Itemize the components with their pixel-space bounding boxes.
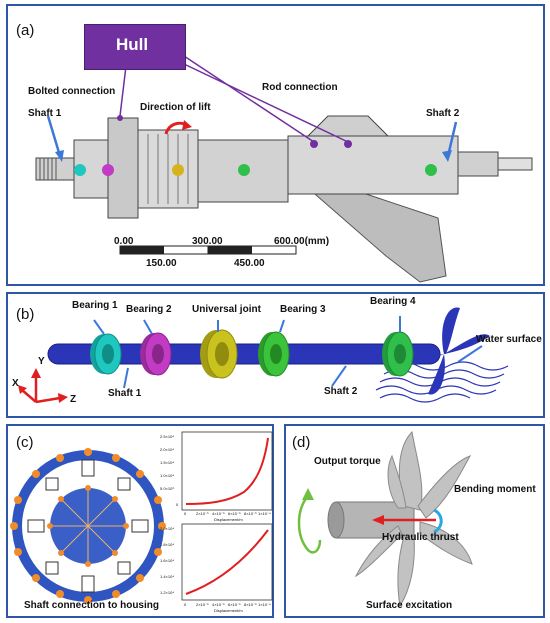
universal-joint bbox=[200, 329, 238, 379]
shaft2-end bbox=[497, 157, 533, 171]
plot1-ytick-5: 0 bbox=[176, 502, 179, 507]
housing-connection-diagram bbox=[10, 431, 273, 604]
panel-tag: (d) bbox=[292, 434, 311, 451]
plot2-ytick-4: 1.2×10⁴ bbox=[160, 590, 175, 595]
bearing4-label: Bearing 4 bbox=[370, 296, 416, 307]
bending-moment-arc bbox=[433, 508, 443, 534]
panel-tag: (b) bbox=[16, 306, 35, 323]
coordinate-axes bbox=[18, 368, 68, 404]
lift-direction-label: Direction of lift bbox=[140, 102, 211, 113]
plot2-ytick-0: 2.0×10⁴ bbox=[160, 526, 175, 531]
surface-excitation-label: Surface excitation bbox=[366, 600, 453, 611]
torque-arrow bbox=[297, 495, 322, 554]
shaft2-label: Shaft 2 bbox=[324, 386, 358, 397]
bearing-3 bbox=[258, 331, 290, 377]
bearing-1 bbox=[90, 333, 122, 375]
rod-mount bbox=[306, 115, 390, 137]
plot1-ytick-1: 2.0×10⁴ bbox=[160, 447, 175, 452]
scale-bar bbox=[119, 245, 297, 255]
plot1-xtick-2: 4×10⁻⁵ bbox=[212, 511, 225, 516]
bearing3-label: Bearing 3 bbox=[280, 304, 326, 315]
plot1-xlabel: Displacement/m bbox=[214, 517, 243, 522]
radial-springs bbox=[50, 488, 126, 564]
plot2-xtick-3: 6×10⁻⁵ bbox=[228, 602, 241, 607]
plot2-xtick-0: 0 bbox=[184, 602, 187, 607]
stiffness-plot-2 bbox=[181, 523, 273, 601]
shaft-model-diagram bbox=[18, 307, 509, 404]
hull-label: Hull bbox=[116, 35, 149, 54]
bending-moment-label: Bending moment bbox=[454, 484, 536, 495]
plot1-xtick-0: 0 bbox=[184, 511, 187, 516]
plot1-xtick-1: 2×10⁻⁵ bbox=[196, 511, 209, 516]
scale-450: 450.00 bbox=[234, 258, 265, 269]
output-torque-label: Output torque bbox=[314, 456, 381, 467]
plot2-xtick-2: 4×10⁻⁵ bbox=[212, 602, 225, 607]
bearing2-marker bbox=[102, 164, 114, 176]
plot2-ytick-2: 1.6×10⁴ bbox=[160, 558, 175, 563]
universal-joint-label: Universal joint bbox=[192, 304, 261, 315]
bearing4-marker bbox=[425, 164, 437, 176]
propeller-blades bbox=[354, 430, 473, 608]
plot2-ytick-3: 1.4×10⁴ bbox=[160, 574, 175, 579]
panel-b: (b) Bearing 1 Bearing 2 Universal joint … bbox=[6, 292, 545, 418]
callout-arrows bbox=[93, 316, 483, 389]
panel-a: (a) Hull Bolted connection Shaft 1 Direc… bbox=[6, 4, 545, 286]
bearing3-marker bbox=[238, 164, 250, 176]
ujoint-marker bbox=[172, 164, 184, 176]
plot2-xtick-1: 2×10⁻⁵ bbox=[196, 602, 209, 607]
plot2-xlabel: Displacement/m bbox=[214, 608, 243, 613]
bolted-connection-label: Bolted connection bbox=[28, 86, 116, 97]
scale-150: 150.00 bbox=[146, 258, 177, 269]
bearing1-marker bbox=[74, 164, 86, 176]
propeller-blade bbox=[442, 307, 460, 354]
hydraulic-thrust-label: Hydraulic thrust bbox=[382, 532, 459, 543]
connection-nodes bbox=[10, 448, 166, 604]
bearing1-label: Bearing 1 bbox=[72, 300, 118, 311]
plot1-xtick-5: 1×10⁻⁴ bbox=[258, 511, 271, 516]
scale-600: 600.00(mm) bbox=[274, 236, 330, 247]
spring-dampers bbox=[27, 459, 149, 593]
scale-0: 0.00 bbox=[114, 236, 134, 247]
shaft-assembly-drawing bbox=[35, 55, 533, 283]
bearing-2 bbox=[140, 332, 172, 376]
hull-label-box bbox=[84, 24, 186, 70]
panel-c: (c) 2.5×10⁴ 2.0×10⁴ 1.5×10⁴ 1.0×10⁴ 5.0×… bbox=[6, 424, 274, 618]
shaft1-label: Shaft 1 bbox=[28, 108, 62, 119]
plot1-xtick-3: 6×10⁻⁵ bbox=[228, 511, 241, 516]
shaft2-label: Shaft 2 bbox=[426, 108, 460, 119]
plot2-xtick-5: 1×10⁻⁴ bbox=[258, 602, 271, 607]
panel-d: (d) Output torque Bending moment Hydraul… bbox=[284, 424, 545, 618]
housing-caption: Shaft connection to housing bbox=[24, 600, 159, 611]
bearing-4 bbox=[382, 331, 414, 377]
axis-x-label: X bbox=[12, 378, 19, 389]
shaft1-arrow bbox=[46, 115, 62, 157]
shaft2-arrow bbox=[446, 121, 458, 157]
rod-connection-label: Rod connection bbox=[262, 82, 338, 93]
panel-tag: (c) bbox=[16, 434, 34, 451]
water-surface-label: Water surface bbox=[476, 334, 542, 345]
axis-z-label: Z bbox=[70, 394, 77, 405]
plot2-ytick-1: 1.8×10⁴ bbox=[160, 542, 175, 547]
plot1-ytick-3: 1.0×10⁴ bbox=[160, 473, 175, 478]
shaft1-label: Shaft 1 bbox=[108, 388, 142, 399]
stiffness-plot-1 bbox=[181, 431, 273, 511]
panel-tag: (a) bbox=[16, 22, 35, 39]
scale-300: 300.00 bbox=[192, 236, 223, 247]
plot1-xtick-4: 8×10⁻⁵ bbox=[244, 511, 257, 516]
plot1-ytick-0: 2.5×10⁴ bbox=[160, 434, 175, 439]
axis-y-label: Y bbox=[38, 356, 45, 367]
plot2-xtick-4: 8×10⁻⁵ bbox=[244, 602, 257, 607]
bearing2-label: Bearing 2 bbox=[126, 304, 172, 315]
propeller-loads-diagram bbox=[297, 430, 473, 608]
tail-fin bbox=[306, 187, 447, 283]
plot1-ytick-4: 5.0×10³ bbox=[160, 486, 174, 491]
plot1-ytick-2: 1.5×10⁴ bbox=[160, 460, 175, 465]
